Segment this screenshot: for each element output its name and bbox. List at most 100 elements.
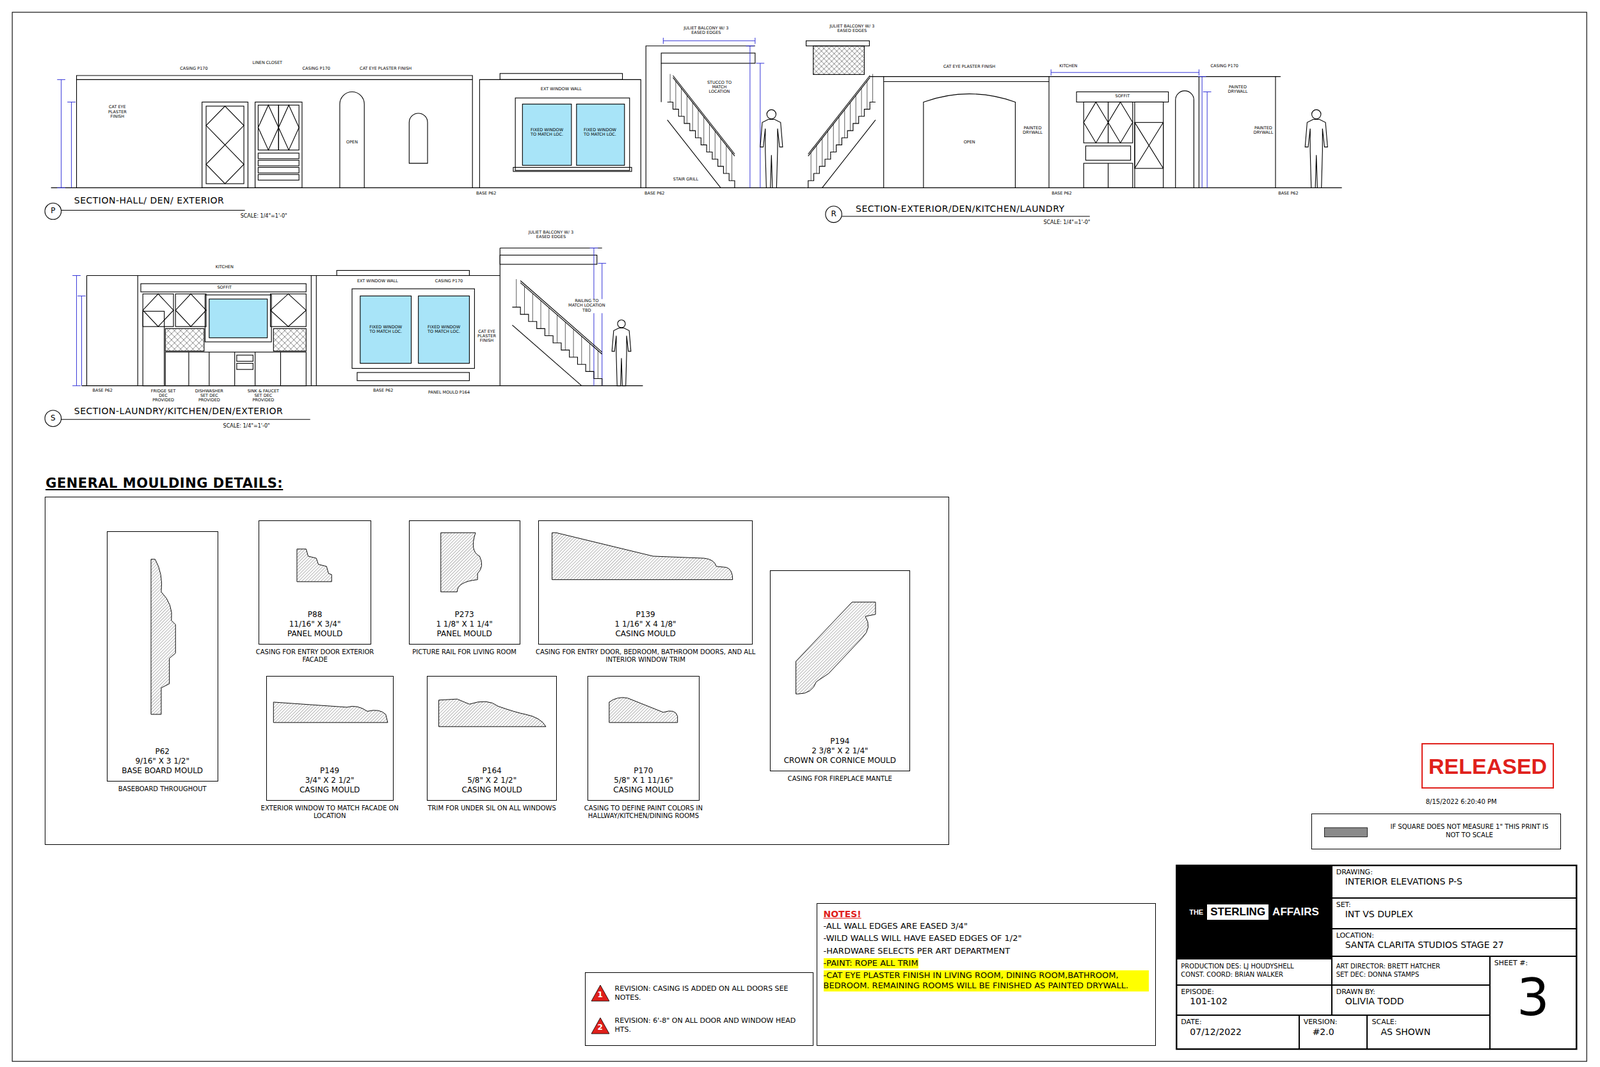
- moulding-profile: [151, 559, 176, 715]
- elevation-annotation: BASE P62: [1277, 191, 1299, 196]
- elevation-s: [316, 275, 317, 386]
- elevation-s: [87, 275, 501, 386]
- elevation-annotation: BASE P62: [475, 191, 497, 196]
- elevation-annotation: EXT WINDOW WALL: [540, 87, 583, 93]
- elevation-annotation: LINEN CLOSET: [251, 60, 283, 66]
- elevation-s: [236, 355, 254, 362]
- moulding-spec: PANEL MOULD: [287, 629, 343, 639]
- moulding-use-caption: TRIM FOR UNDER SIL ON ALL WINDOWS: [416, 804, 568, 813]
- logo-text: STERLING: [1207, 904, 1269, 920]
- moulding-use-caption: PICTURE RAIL FOR LIVING ROOM: [398, 648, 532, 656]
- moulding-use-caption: BASEBOARD THROUGHOUT: [96, 785, 230, 793]
- logo-text: THE: [1189, 908, 1204, 916]
- elevation-annotation: CAT EYE PLASTER FINISH: [101, 105, 133, 120]
- human-scale-figure: [1304, 109, 1328, 188]
- moulding-spec: CASING MOULD: [615, 629, 676, 639]
- elevation-annotation: BASE P62: [1050, 191, 1072, 196]
- cell-text: DRAWING:: [1336, 867, 1573, 877]
- stair: [808, 75, 870, 155]
- human-scale-figure: [760, 109, 783, 188]
- title-block-cell: DRAWN BY:OLIVIA TODD: [1331, 984, 1490, 1016]
- elevation-annotation: CAT EYE PLASTER FINISH: [942, 65, 996, 70]
- elevation-s: [352, 288, 475, 368]
- elevation-annotation: JULIET BALCONY W/ 3 EASED EDGES: [827, 24, 877, 34]
- cell-text: 101-102: [1189, 995, 1327, 1008]
- elevation-annotation: BASE P62: [372, 388, 394, 393]
- stair: [573, 328, 575, 358]
- credits-text: CONST. COORD: BRIAN WALKER: [1180, 970, 1327, 979]
- elevation-r: [923, 94, 1016, 189]
- stair: [667, 101, 735, 188]
- elevation-annotation: OPEN: [345, 140, 359, 146]
- elevation-r: [1175, 90, 1195, 188]
- cell-text: OLIVIA TODD: [1345, 995, 1486, 1008]
- cell-text: DRAWN BY:: [1336, 987, 1486, 996]
- section-title: SECTION-EXTERIOR/DEN/KITCHEN/LAUNDRY: [855, 204, 1065, 214]
- drawing-art: [12, 12, 1587, 1062]
- title-block-cell: SET:INT VS DUPLEX: [1331, 897, 1577, 929]
- elevation-s: [357, 372, 470, 381]
- elevation-p: [257, 160, 299, 166]
- moulding-detail-box: P8811/16" X 3/4"PANEL MOULDCASING FOR EN…: [258, 520, 371, 646]
- elevation-p: [515, 97, 630, 171]
- human-scale-figure: [766, 109, 776, 119]
- scalebox-text: IF SQUARE DOES NOT MEASURE 1" THIS PRINT…: [1384, 823, 1554, 840]
- stair: [838, 117, 840, 146]
- released-text: RELEASED: [1428, 755, 1547, 777]
- moulding-label-stack: P1645/8" X 2 1/2"CASING MOULD: [427, 766, 556, 800]
- cell-text: SET:: [1336, 900, 1573, 909]
- section-marker: S: [49, 414, 57, 423]
- moulding-spec: CROWN OR CORNICE MOULD: [784, 755, 896, 766]
- moulding-spec: P149: [320, 766, 340, 776]
- elevation-r: [1050, 69, 1211, 188]
- cell-text: 07/12/2022: [1189, 1026, 1295, 1039]
- elevation-p: [479, 79, 641, 188]
- elevation-r: [1134, 122, 1164, 169]
- sheet-text: 3: [1494, 972, 1573, 1024]
- moulding-profile: [796, 602, 876, 694]
- scale-check-square: [1324, 827, 1368, 837]
- moulding-use-caption: CASING FOR ENTRY DOOR, BEDROOM, BATHROOM…: [527, 648, 764, 664]
- moulding-profile: [440, 532, 482, 592]
- elevation-s: [499, 247, 602, 386]
- moulding-spec: BASE BOARD MOULD: [121, 766, 203, 776]
- stair: [520, 280, 603, 352]
- moulding-use-caption: CASING FOR FIREPLACE MANTLE: [759, 775, 921, 783]
- elevation-p: [339, 91, 365, 188]
- cell-text: DATE:: [1180, 1017, 1295, 1026]
- stair: [866, 81, 868, 110]
- cell-text: INT VS DUPLEX: [1345, 908, 1573, 921]
- elevation-s: [499, 255, 597, 265]
- cell-text: VERSION:: [1303, 1017, 1364, 1026]
- elevation-annotation: STUCCO TO MATCH LOCATION: [700, 80, 738, 95]
- sheet-text: SHEET #:: [1494, 958, 1573, 968]
- elevation-r: [813, 46, 865, 75]
- stair: [548, 307, 550, 336]
- notes-text: -CAT EYE PLASTER FINISH IN LIVING ROOM, …: [823, 970, 1150, 992]
- stair: [709, 124, 710, 153]
- elevation-p: [513, 167, 632, 171]
- moulding-profile: [273, 702, 388, 723]
- moulding-spec: 2 3/8" X 2 1/4": [811, 746, 868, 756]
- moulding-spec: 1 1/8" X 1 1/4": [435, 619, 493, 630]
- elevation-p: [257, 104, 279, 150]
- elevation-r: [1107, 163, 1109, 188]
- elevation-p: [499, 73, 623, 80]
- elevation-annotation: FRIDGE SET DEC PROVIDED: [149, 389, 178, 403]
- elevation-p: [44, 202, 62, 220]
- revision-note: REVISION: CASING IS ADDED ON ALL DOORS S…: [615, 984, 808, 1003]
- moulding-label-stack: P1942 3/8" X 2 1/4"CROWN OR CORNICE MOUL…: [770, 736, 909, 771]
- credits-cell: ART DIRECTOR: BRETT HATCHERSET DEC: DONN…: [1331, 956, 1490, 985]
- elevation-s: [44, 247, 643, 427]
- moulding-spec: PANEL MOULD: [437, 629, 493, 639]
- human-scale-figure: [1312, 109, 1321, 119]
- moulding-detail-box: P1645/8" X 2 1/2"CASING MOULDTRIM FOR UN…: [426, 675, 557, 801]
- credits-text: SET DEC: DONNA STAMPS: [1336, 970, 1486, 979]
- elevation-s: [142, 311, 164, 386]
- section-marker: R: [830, 209, 837, 219]
- elevation-r: [1085, 145, 1131, 160]
- revision-marker: 2: [590, 1016, 610, 1035]
- credits-text: PRODUCTION DES: LJ HOUDYSHELL: [1180, 961, 1327, 971]
- stair: [827, 131, 829, 160]
- notes-box: NOTES!-ALL WALL EDGES ARE EASED 3/4"-WIL…: [816, 903, 1157, 1046]
